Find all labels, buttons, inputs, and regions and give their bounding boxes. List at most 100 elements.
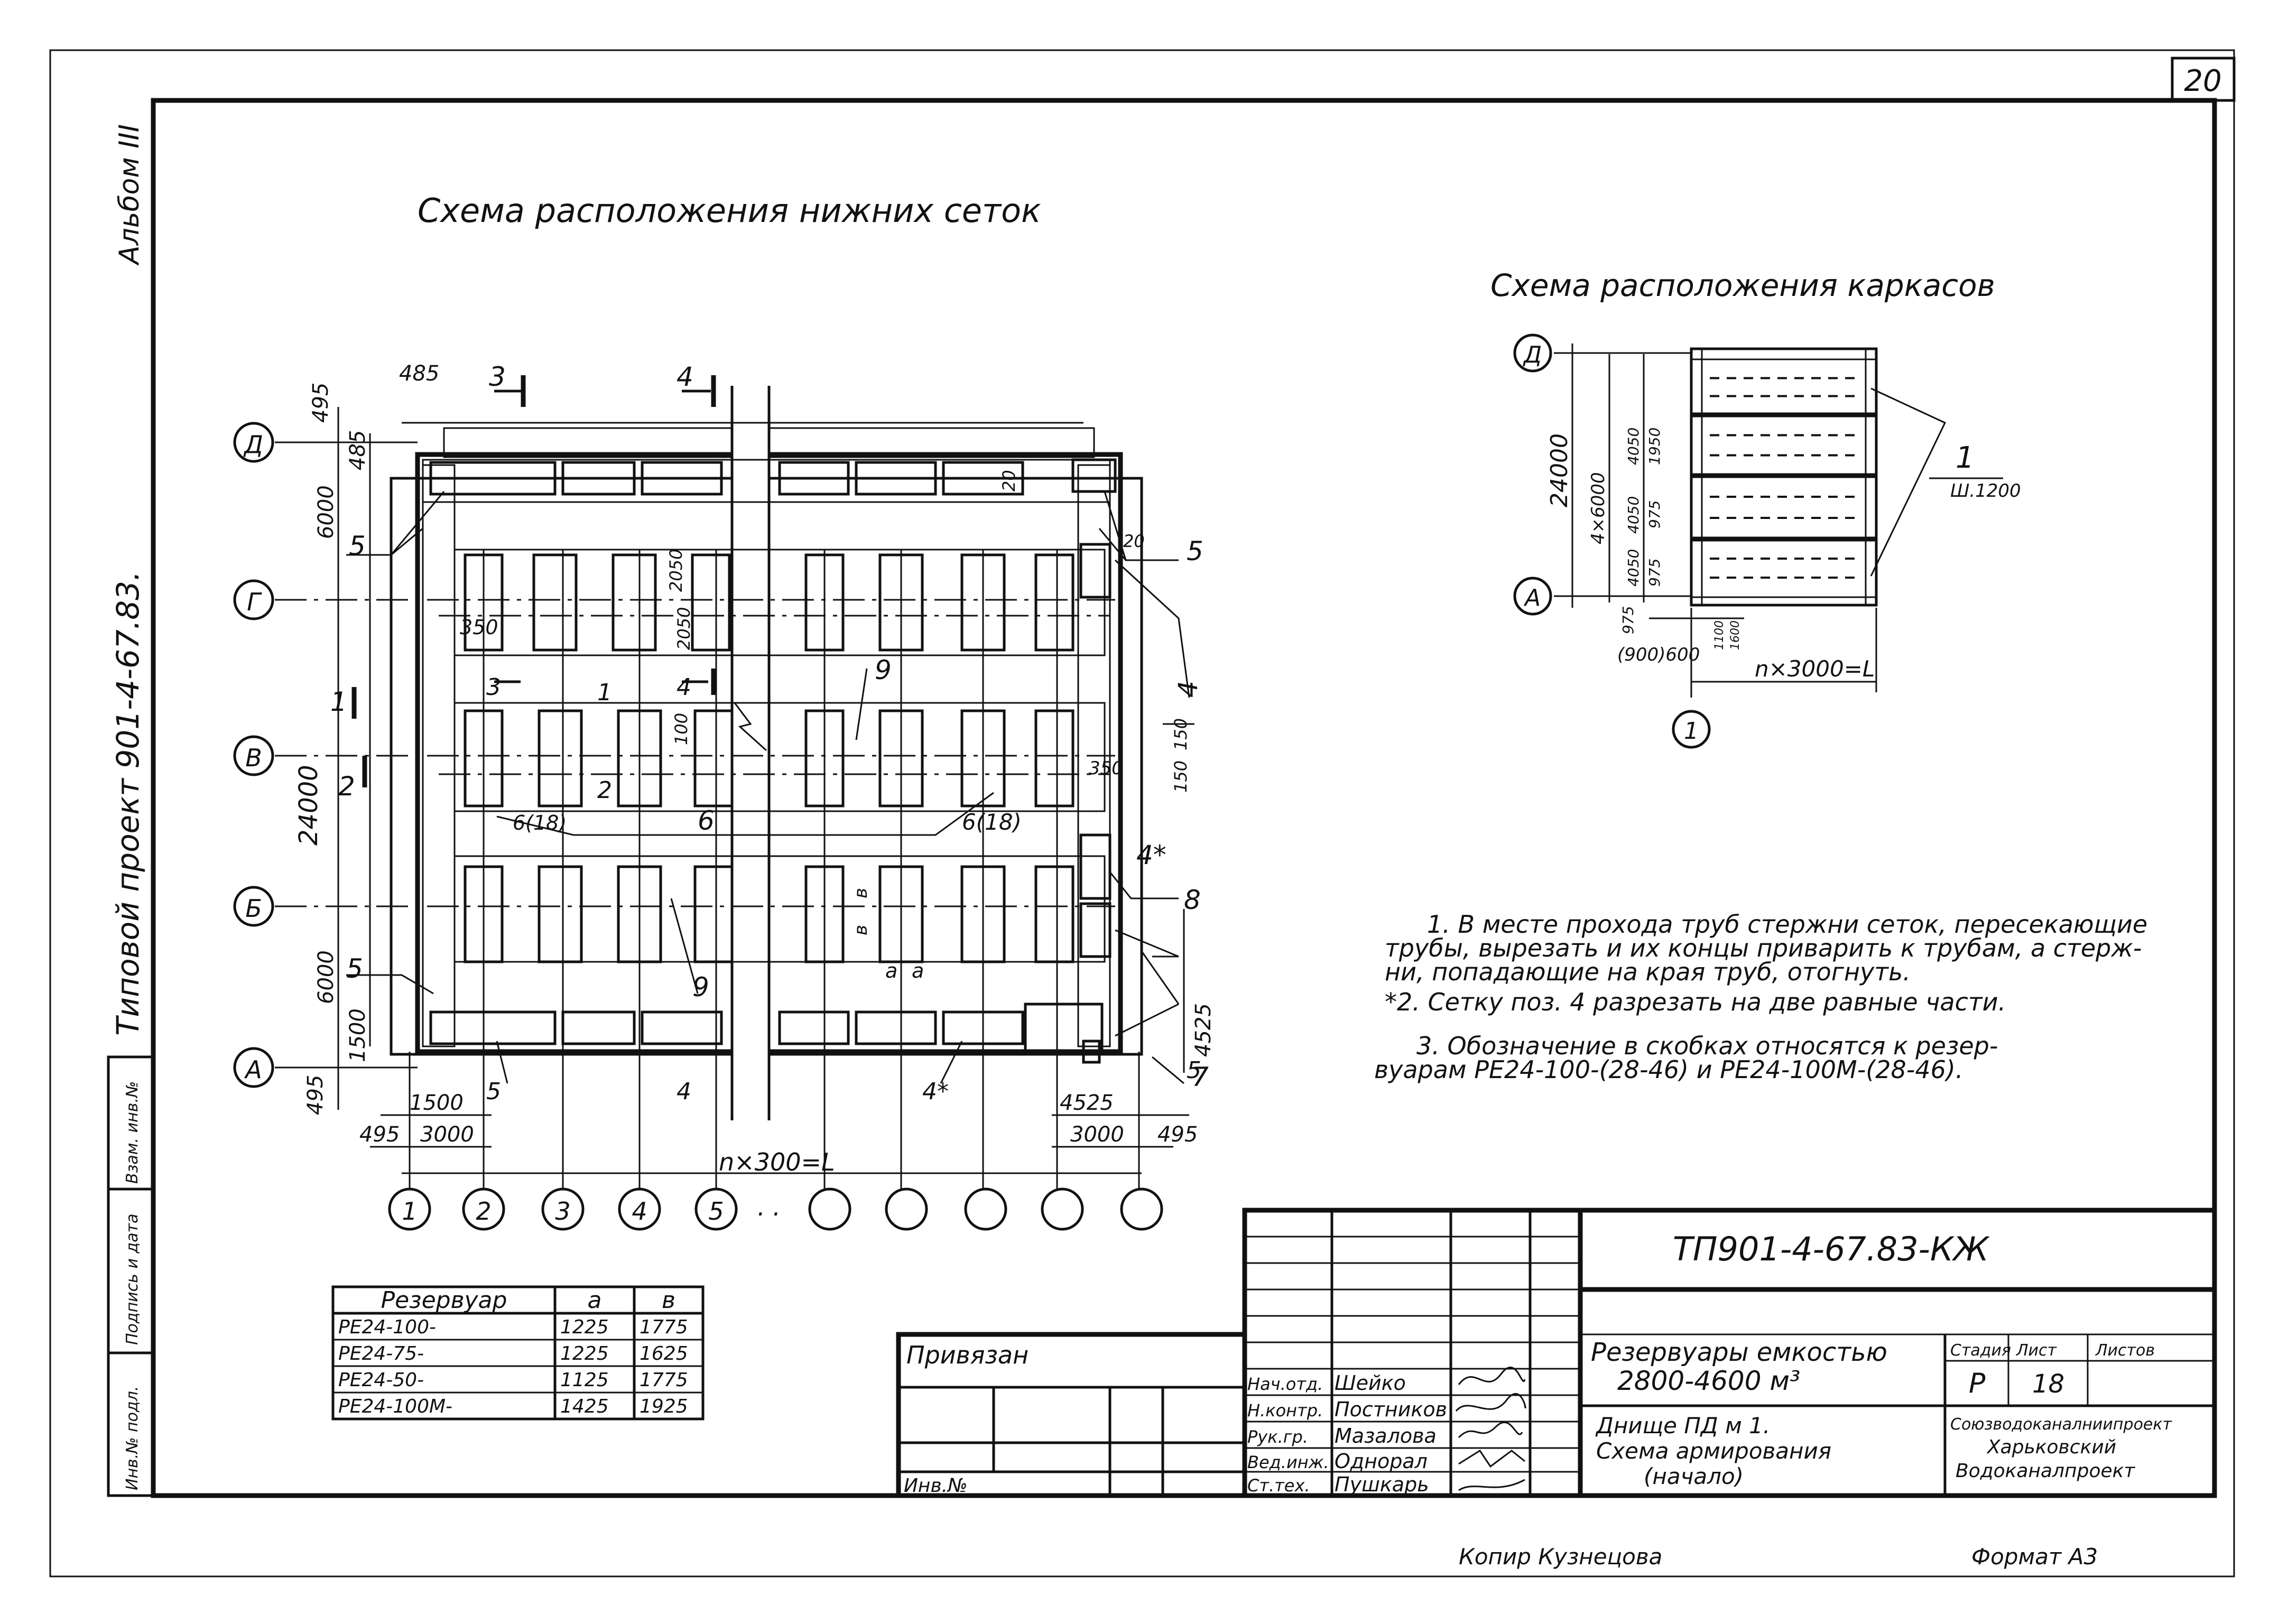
pos-6-18-a: 6(18) [513,811,567,834]
col-axis-ellipsis: . . [757,1193,781,1221]
dim-495-left-bottom: 495 [303,1075,328,1115]
note-line-6: вуарам РЕ24-100-(28-46) и РЕ24-100М-(28-… [1374,1055,1963,1084]
sheet-number: 20 [2184,64,2221,98]
name-5: Пушкарь [1335,1473,1429,1496]
dim-350: 350 [460,616,498,639]
dim-1500-bottom: 1500 [410,1091,464,1115]
right-axis-A: А [1523,584,1541,611]
name-2: Постников [1335,1398,1447,1421]
margin-stamp [107,1055,155,1497]
section-mark-3-mid: 3 [486,674,501,701]
sheet-label: Лист [2016,1341,2058,1360]
right-diagram-title: Схема расположения каркасов [1490,267,1995,303]
axis-lines [275,599,1115,907]
table-row-2-b: 1625 [640,1343,688,1365]
stamp-signature: Подпись и дата [123,1214,142,1345]
doc-code: ТП901-4-67.83-КЖ [1673,1230,1990,1268]
dim-4525-right: 4525 [1191,1003,1216,1057]
table-row-2-a: 1225 [560,1343,609,1365]
dim-b-2: в [850,925,872,935]
dim-350-b: 350 [1089,758,1123,779]
note-line-1: 1. В месте прохода труб стержни сеток, п… [1427,910,2147,939]
pos-5-bottom: 5 [486,1078,501,1105]
rdim-4050-b: 4050 [1625,496,1642,534]
section-mark-3-top: 3 [489,361,506,392]
rdim-975-c: 975 [1619,606,1637,634]
right-axis-1-bubble [1672,710,1711,749]
col-axis-2: 2 [476,1197,491,1226]
note-line-5: 3. Обозначение в скобках относятся к рез… [1416,1032,1998,1060]
cage-leaders [1554,344,2003,698]
role-5: Ст.тех. [1247,1475,1310,1496]
org-line-3: Водоканалпроект [1956,1460,2135,1482]
right-axis-A-bubble [1513,577,1552,616]
dim-3000-right: 3000 [1070,1122,1124,1147]
dimension-lines [337,407,1194,1174]
album-label: Альбом III [114,124,145,266]
table-header-reservoir: Резервуар [381,1287,507,1314]
inv-label: Инв.№ [904,1475,968,1497]
dim-6000-top: 6000 [314,485,338,539]
dim-b-1: в [850,888,872,898]
dim-a-1: a [885,959,897,982]
pos-4star-bottom: 4* [922,1078,949,1105]
table-row-3-name: РЕ24-50- [338,1369,424,1391]
dim-150-a: 150 [1171,718,1191,750]
section-mark-1-left: 1 [330,686,347,717]
pos-9-bottom: 9 [692,972,709,1003]
sheet-title-1: Днище ПД м 1. [1595,1413,1770,1439]
dim-2050-b: 2050 [666,549,686,592]
reservoir-table: Резервуар а в РЕ24-100- 1225 1775 РЕ24-7… [331,1285,705,1421]
dim-485: 485 [399,361,439,386]
position-labels: 5 5 5 5 5 4 4 4* 4* 6 6(18) 6(18) 9 9 8 … [346,531,1209,1105]
pos-6-18-b: 6(18) [962,809,1022,835]
sheet-title-2: Схема армирования [1596,1438,1831,1464]
project-label: Типовой проект 901-4-67.83. [110,571,146,1036]
name-4: Однорал [1335,1450,1428,1473]
note-line-4: *2. Сетку поз. 4 разрезать на две равные… [1385,988,2006,1016]
left-dim-labels: 495 485 485 6000 24000 6000 1500 495 150… [294,361,1216,1176]
rdim-975-a: 975 [1646,500,1663,528]
sheets-label: Листов [2095,1341,2155,1360]
dim-24000: 24000 [294,765,323,846]
sheet-value: 18 [2032,1369,2064,1399]
dim-150-b: 150 [1171,760,1191,793]
dim-3000-left: 3000 [420,1122,474,1147]
name-1: Шейко [1335,1371,1406,1395]
pos-8: 8 [1184,885,1201,915]
stamp-vzam: Взам. инв.№ [123,1081,142,1184]
sheet-number-box [2171,57,2236,102]
section-marks: 3 4 3 4 1 2 1 2 [330,361,716,804]
dim-20-b: 20 [1123,531,1145,551]
note-line-2: трубы, вырезать и их концы приварить к т… [1385,934,2142,962]
rdim-975-b: 975 [1646,559,1663,587]
section-mark-4-mid: 4 [677,674,691,701]
cage-bars [1710,377,1855,579]
dim-2050-a: 2050 [674,607,694,650]
mesh-panels [422,458,1117,1064]
role-2: Н.контр. [1247,1400,1323,1421]
pos-4-right: 4 [1173,681,1203,698]
right-axis-D: Д [1523,341,1542,368]
table-row-4-b: 1925 [640,1396,688,1417]
dim-1500-left: 1500 [346,1008,370,1062]
dim-20-a: 20 [999,470,1019,491]
axis-V: В [245,744,262,772]
axis-D: Д [243,430,263,459]
object-title: Резервуары емкостью [1591,1338,1887,1367]
col-axis-3: 3 [555,1197,570,1226]
left-diagram-title: Схема расположения нижних сеток [418,191,1041,230]
format-note: Формат А3 [1971,1544,2098,1570]
position-leaders [346,491,1190,1084]
pos-9-top: 9 [875,655,892,685]
pos-5-top-left: 5 [349,531,366,561]
row-axis-leaders [275,441,418,1069]
right-axis-1: 1 [1684,718,1699,745]
pos-7: 7 [1192,1062,1209,1092]
dim-495-top: 495 [309,383,333,423]
col-axis-4: 4 [632,1197,647,1226]
right-dim-labels: 24000 4×6000 4050 1950 4050 975 4050 975… [1546,428,1875,682]
sheet-title-3: (начало) [1644,1463,1744,1489]
table-row-3-b: 1775 [640,1369,688,1391]
